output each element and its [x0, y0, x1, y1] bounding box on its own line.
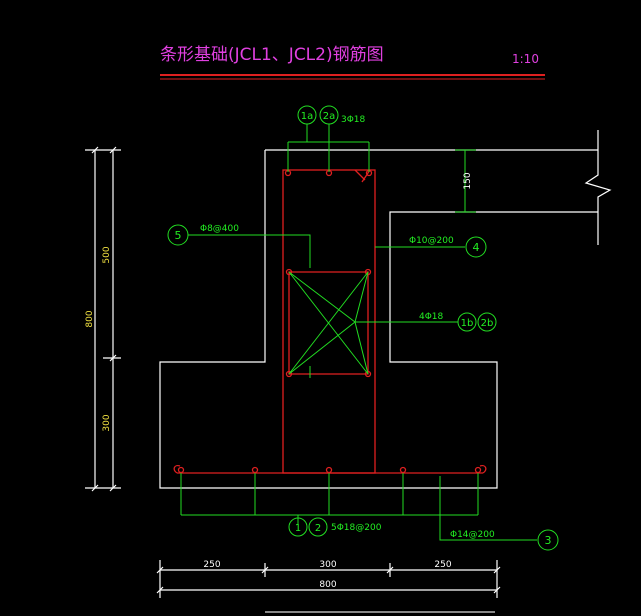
marker-3: 3: [537, 529, 559, 551]
marker-2a: 2a: [319, 105, 339, 125]
distribution-bars-label: Φ14@200: [450, 530, 495, 540]
horizontal-dimensions: [156, 560, 501, 598]
dim-step-height: 150: [463, 172, 473, 189]
svg-text:2a: 2a: [323, 111, 336, 122]
side-bars-label: 4Φ18: [419, 312, 444, 322]
marker-1: 1: [288, 517, 308, 537]
vertical-dimensions: [85, 146, 121, 492]
top-bars-label: 3Φ18: [341, 115, 366, 125]
marker-2b: 2b: [477, 312, 497, 332]
svg-text:1b: 1b: [461, 318, 474, 329]
svg-text:4: 4: [473, 241, 480, 254]
svg-text:3: 3: [545, 534, 552, 547]
dim-upper-height: 500: [102, 246, 112, 263]
stirrup-label: Φ10@200: [409, 236, 454, 246]
marker-1a: 1a: [297, 105, 317, 125]
dim-total-width: 800: [319, 580, 336, 590]
drawing-scale: 1:10: [512, 52, 539, 66]
marker-1b: 1b: [457, 312, 477, 332]
dim-lower-height: 300: [102, 414, 112, 431]
bottom-rebar-hooks: [173, 464, 487, 474]
svg-text:1: 1: [295, 523, 301, 534]
drawing-title: 条形基础(JCL1、JCL2)钢筋图: [160, 45, 384, 65]
marker-5: 5: [167, 224, 189, 246]
tie-bar-label: Φ8@400: [200, 224, 239, 234]
svg-text:1a: 1a: [301, 111, 314, 122]
rebar-dots: [177, 169, 482, 474]
bottom-bars-label: 5Φ18@200: [331, 523, 382, 533]
dim-total-height: 800: [85, 310, 95, 327]
foundation-outline: [159, 149, 598, 489]
marker-2: 2: [308, 517, 328, 537]
marker-4: 4: [465, 236, 487, 258]
stirrup-hook: [354, 169, 371, 183]
svg-text:5: 5: [175, 229, 182, 242]
dim-middle-width: 300: [319, 560, 336, 570]
svg-text:2b: 2b: [481, 318, 494, 329]
dim-left-width: 250: [203, 560, 220, 570]
dim-right-width: 250: [434, 560, 451, 570]
leader-lines: [180, 124, 537, 541]
break-line: [584, 130, 612, 245]
svg-text:2: 2: [315, 523, 321, 534]
